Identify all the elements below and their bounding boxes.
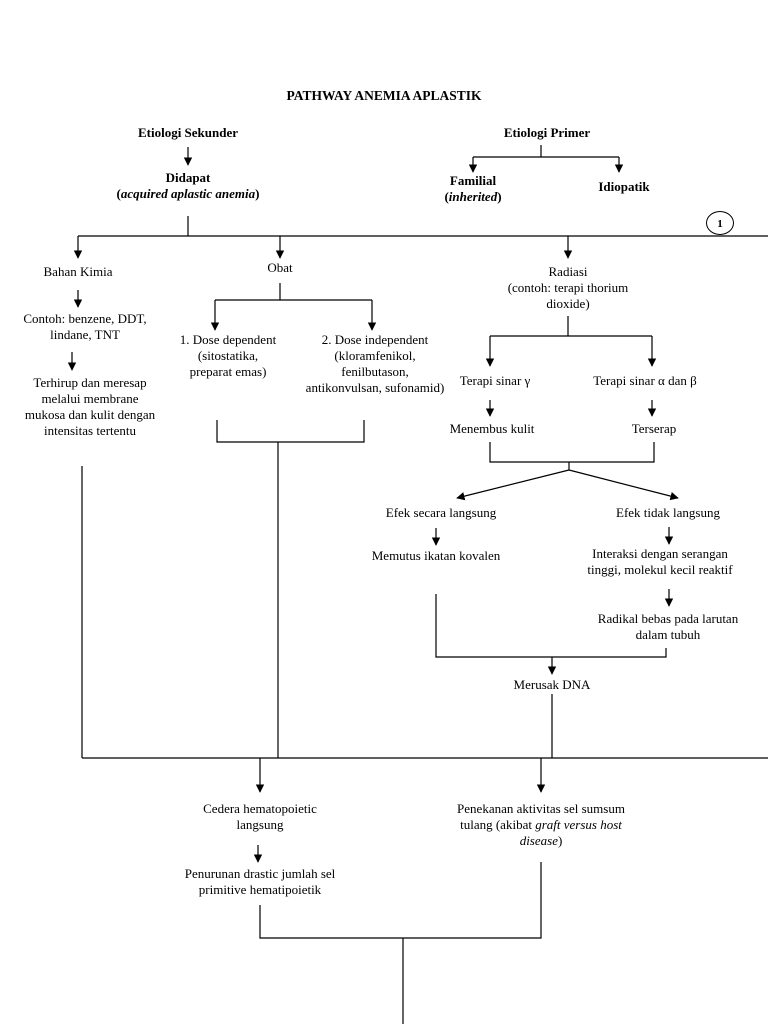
terapi-gamma: Terapi sinar γ — [459, 373, 531, 388]
dose-independent: 2. Dose independent (kloramfenikol, feni… — [305, 332, 445, 395]
penurunan-drastic: Penurunan drastic jumlah sel primitive h… — [184, 866, 336, 897]
terserap: Terserap — [631, 421, 677, 436]
merusak-dna: Merusak DNA — [513, 677, 591, 692]
menembus-kulit: Menembus kulit — [449, 421, 535, 436]
idiopatik-label: Idiopatik — [598, 179, 650, 194]
memutus-ikatan: Memutus ikatan kovalen — [371, 548, 501, 563]
terapi-alpha-beta: Terapi sinar α dan β — [593, 373, 697, 388]
didapat-note: (acquired aplastic anemia) — [116, 186, 260, 201]
bahan-kimia-label: Bahan Kimia — [43, 264, 113, 279]
bahan-kimia-efek: Terhirup dan meresap melalui membrane mu… — [24, 375, 156, 438]
etiologi-primer-label: Etiologi Primer — [503, 125, 591, 140]
radikal-bebas: Radikal bebas pada larutan dalam tubuh — [597, 611, 739, 642]
radiasi-contoh: (contoh: terapi thorium dioxide) — [507, 280, 629, 311]
familial-note: (inherited) — [444, 189, 502, 204]
efek-tidak-langsung: Efek tidak langsung — [616, 505, 720, 520]
dose-dependent: 1. Dose dependent (sitostatika, preparat… — [179, 332, 277, 379]
radiasi-label: Radiasi — [548, 264, 588, 279]
familial-label: Familial — [449, 173, 497, 188]
page-title: PATHWAY ANEMIA APLASTIK — [286, 88, 482, 103]
obat-label: Obat — [267, 260, 293, 275]
cedera-hematopoietic: Cedera hematopoietic langsung — [203, 801, 317, 832]
familial-node: Familial (inherited) — [413, 173, 533, 205]
efek-langsung: Efek secara langsung — [385, 505, 497, 520]
didapat-node: Didapat (acquired aplastic anemia) — [68, 170, 308, 202]
didapat-label: Didapat — [165, 170, 211, 185]
penekanan-aktivitas: Penekanan aktivitas sel sumsum tulang (a… — [457, 801, 625, 848]
page-number-badge: 1 — [706, 211, 734, 235]
interaksi: Interaksi dengan serangan tinggi, moleku… — [587, 546, 733, 577]
etiologi-sekunder-label: Etiologi Sekunder — [137, 125, 239, 140]
bahan-kimia-contoh: Contoh: benzene, DDT, lindane, TNT — [23, 311, 147, 342]
